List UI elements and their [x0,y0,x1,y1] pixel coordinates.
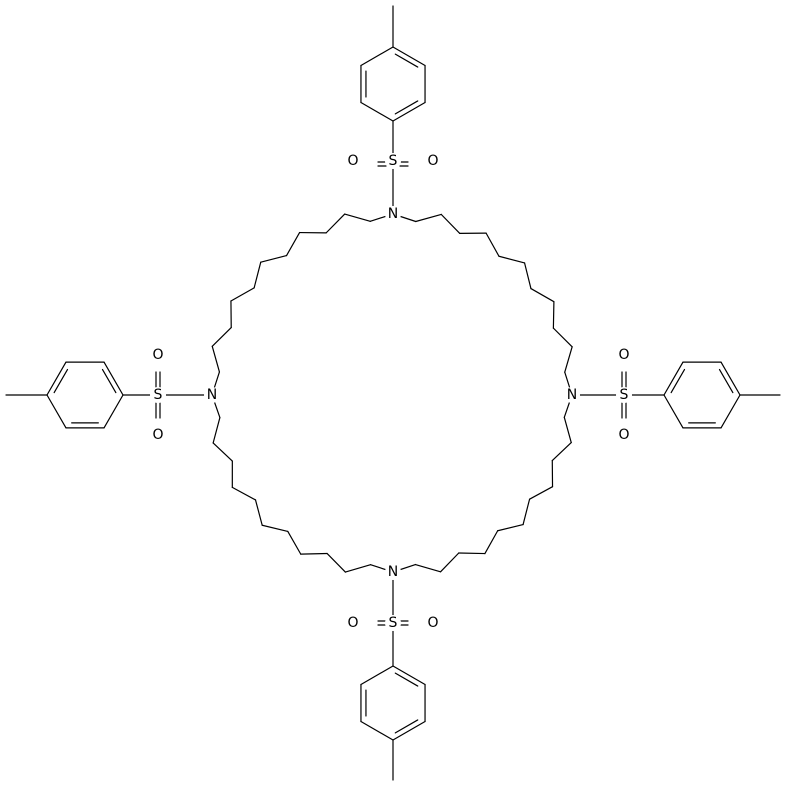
tolyl-ring-bottom [392,665,426,686]
svg-text:O: O [347,615,358,631]
svg-text:S: S [620,387,629,403]
tolyl-ring-bottom-double-bond [394,719,419,734]
bond-layer [5,5,781,781]
oxygen-atom-top-left: O [345,153,361,169]
alkyl-chain-top-right [564,346,573,373]
alkyl-chain-top-right [415,213,442,223]
oxygen-atom-bottom-right: O [425,615,441,631]
tolyl-ring-left-double-bond [53,368,69,394]
svg-text:N: N [388,564,398,580]
alkyl-chain-left-top [230,287,255,302]
alkyl-chain-right-bottom [414,563,442,573]
svg-text:S: S [389,615,398,631]
alkyl-chain-top-right [440,213,461,234]
alkyl-chain-right-bottom [497,523,524,532]
svg-text:N: N [388,206,398,222]
alkyl-chain-bottom-left [261,524,289,533]
oxygen-atom-left-top: O [150,347,166,363]
tolyl-ring-left [46,394,67,429]
alkyl-chain-left-top [285,231,301,257]
tolyl-ring-top [360,101,394,122]
tolyl-ring-right-double-bond [718,368,734,394]
alkyl-chain-left-top [211,345,221,373]
alkyl-chain-bottom-left [300,552,328,555]
sulfur-atom-bottom: S [385,615,401,631]
alkyl-chain-left-top [253,261,262,289]
tolyl-ring-bottom [360,720,394,741]
svg-text:O: O [618,347,629,363]
svg-text:N: N [207,387,217,403]
alkyl-chain-top-right [552,301,555,329]
oxygen-atom-right-top: O [616,347,632,363]
alkyl-chain-left-top [325,213,346,234]
alkyl-chain-left-top [344,213,371,222]
svg-text:O: O [152,347,163,363]
oxygen-atom-right-bottom: O [616,427,632,443]
tolyl-ring-top-double-bond [394,100,419,115]
alkyl-chain-right-bottom [484,530,499,555]
tolyl-ring-right [663,394,684,429]
alkyl-chain-bottom-left [254,499,263,526]
alkyl-chain-right-bottom [551,441,572,462]
svg-text:O: O [427,153,438,169]
tolyl-ring-right [663,361,684,396]
svg-text:O: O [618,427,629,443]
svg-text:O: O [347,153,358,169]
tolyl-ring-top [392,46,426,67]
alkyl-chain-top-right [498,255,526,264]
nitrogen-atom-right: N [564,387,580,403]
alkyl-chain-top-right [530,287,555,303]
alkyl-chain-top-right [485,232,500,257]
tolyl-ring-right [720,394,741,429]
svg-text:S: S [389,153,398,169]
nitrogen-atom-left: N [204,387,220,403]
nitrogen-atom-top: N [385,206,401,222]
tolyl-ring-bottom-double-bond [394,672,419,687]
alkyl-chain-left-top [211,326,232,347]
sulfur-atom-left: S [150,387,166,403]
tolyl-ring-right-double-bond [670,368,686,394]
sulfur-atom-top: S [385,153,401,169]
oxygen-atom-top-right: O [425,153,441,169]
alkyl-chain-bottom-left [212,416,221,444]
sulfur-atom-right: S [616,387,632,403]
oxygen-atom-left-bottom: O [150,427,166,443]
tolyl-ring-left [103,361,124,396]
alkyl-chain-bottom-left [326,552,346,573]
alkyl-chain-right-bottom [439,552,460,573]
alkyl-chain-left-top [260,254,288,263]
tolyl-ring-left-double-bond [101,368,117,394]
tolyl-ring-left [103,394,124,429]
alkyl-chain-top-right [552,327,573,348]
atom-label-layer: N S O O N S O O N S O O N S O O [150,153,632,631]
alkyl-chain-bottom-left [344,564,372,573]
svg-text:O: O [427,615,438,631]
alkyl-chain-bottom-left [212,442,233,462]
tolyl-ring-bottom [360,665,394,686]
alkyl-chain-top-right [523,262,532,290]
oxygen-atom-bottom-left: O [345,615,361,631]
tolyl-ring-top-double-bond [394,53,419,68]
alkyl-chain-bottom-left [287,530,302,555]
tolyl-ring-top [392,101,426,122]
nitrogen-atom-bottom: N [385,564,401,580]
tolyl-ring-top [360,46,394,67]
tolyl-ring-left [46,361,67,396]
svg-text:N: N [567,387,577,403]
svg-text:S: S [154,387,163,403]
alkyl-chain-right-bottom [458,552,486,555]
svg-text:O: O [152,427,163,443]
tolyl-ring-right [720,361,741,396]
alkyl-chain-right-bottom [528,486,554,500]
alkyl-chain-right-bottom [563,416,572,444]
tolyl-ring-bottom [392,720,426,741]
alkyl-chain-right-bottom [522,498,531,526]
alkyl-chain-bottom-left [231,486,257,501]
